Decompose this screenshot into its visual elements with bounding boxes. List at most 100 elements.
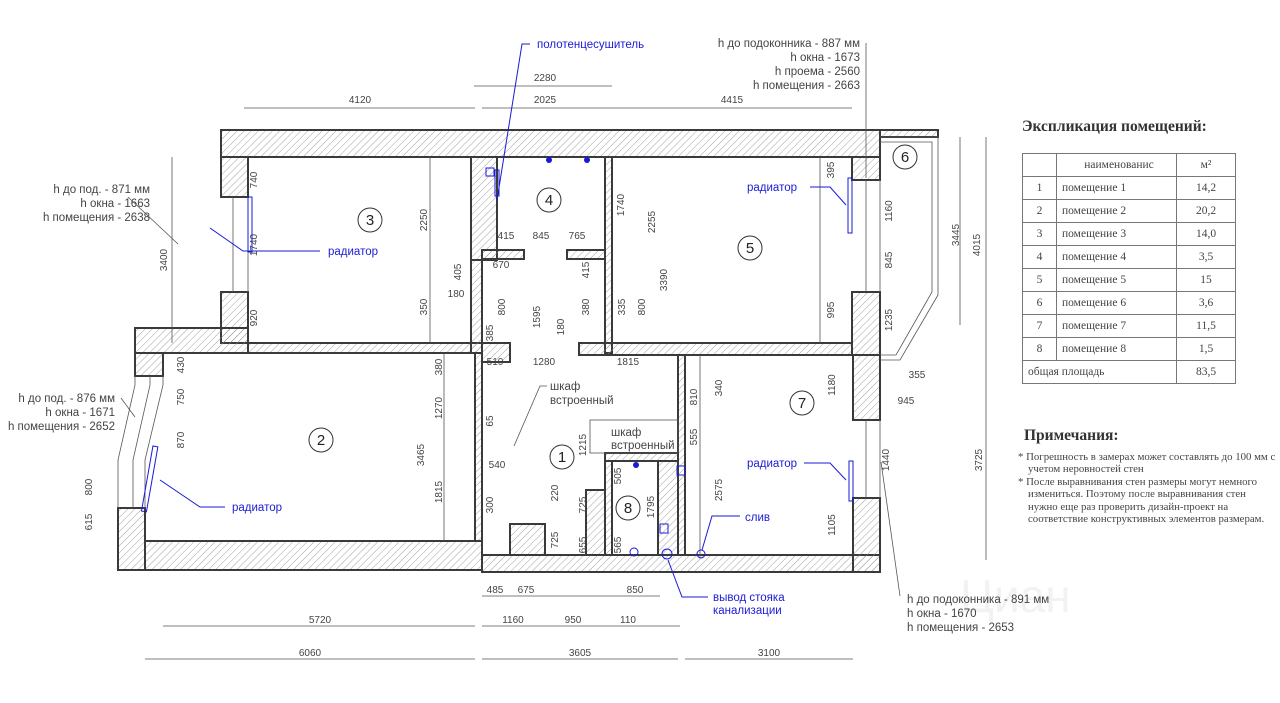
table-cell: 2	[1022, 199, 1057, 223]
room-number-6: 6	[892, 144, 918, 170]
room-circle	[615, 495, 641, 521]
dimension-label: 540	[489, 460, 506, 471]
dimension-label: 2250	[419, 208, 430, 231]
radiator-icon	[847, 177, 853, 234]
table-cell: 8	[1022, 337, 1057, 361]
table-cell: 1,5	[1176, 337, 1236, 361]
height-note: h помещения - 2638	[43, 212, 150, 224]
dimension-label: 350	[419, 298, 430, 315]
dimension-label: 1795	[646, 495, 657, 518]
table-cell: 20,2	[1176, 199, 1236, 223]
table-cell: помещение 8	[1056, 337, 1177, 361]
dimension-label: 3100	[758, 648, 781, 659]
height-note: h окна - 1671	[45, 407, 115, 419]
table-header-row: наименованис м²	[1022, 153, 1236, 177]
dimension-label: 725	[550, 531, 561, 548]
toilet-icon	[629, 547, 639, 557]
dimension-label: 800	[637, 298, 648, 315]
dimension-label: 385	[485, 324, 496, 341]
table-cell: 14,2	[1176, 176, 1236, 200]
dimension-label: 180	[556, 318, 567, 335]
height-note: h до под. - 871 мм	[53, 184, 150, 196]
dimension-label: 355	[909, 370, 926, 381]
dimension-label: 300	[485, 496, 496, 513]
wardrobe-label: шкаф	[550, 381, 580, 393]
annotations: полотенцесушитель радиатор радиатор ради…	[140, 39, 854, 617]
table-cell: помещение 6	[1056, 291, 1177, 315]
room-circle	[536, 187, 562, 213]
room-number: 6	[901, 149, 909, 166]
dimension-label: 510	[487, 357, 504, 368]
watermark-logo: Циан	[960, 570, 1071, 622]
dimension-label: 845	[884, 251, 895, 268]
drain-label: слив	[745, 512, 770, 524]
table-cell: 3	[1022, 222, 1057, 246]
radiator-label-room7: радиатор	[747, 458, 797, 470]
dimension-label: 2280	[534, 73, 557, 84]
dimension-label: 3390	[659, 268, 670, 291]
windows	[117, 136, 939, 508]
dimension-label: 870	[176, 431, 187, 448]
radiator-icon	[140, 445, 159, 513]
dimension-label: 725	[578, 496, 589, 513]
header-cell	[1022, 153, 1057, 177]
table-cell: помещение 1	[1056, 176, 1177, 200]
notes-title: Примечания:	[1024, 427, 1119, 444]
dimension-label: 920	[249, 309, 260, 326]
dimension-label: 950	[565, 615, 582, 626]
dimension-label: 1270	[434, 396, 445, 419]
table-cell: помещение 5	[1056, 268, 1177, 292]
height-note: h помещения - 2653	[907, 622, 1014, 634]
wardrobe-label: шкаф	[611, 427, 641, 439]
table-cell: 7	[1022, 314, 1057, 338]
table-cell: 6	[1022, 291, 1057, 315]
table-cell: 1	[1022, 176, 1057, 200]
room-circle	[789, 390, 815, 416]
dimension-label: 110	[620, 615, 636, 626]
towel-dryer-label: полотенцесушитель	[537, 39, 644, 51]
dimension-label: 6060	[299, 648, 322, 659]
height-notes-room7: h до подоконника - 891 мм h окна - 1670 …	[880, 461, 1049, 634]
room-number: 2	[317, 432, 325, 449]
radiator-label-room3: радиатор	[328, 246, 378, 258]
dimension-label: 995	[826, 301, 837, 318]
drain-icon	[696, 549, 706, 559]
radiator-icon	[848, 460, 854, 502]
dimension-label: 1595	[532, 305, 543, 328]
dimension-label: 1180	[827, 374, 838, 396]
room-number-7: 7	[789, 390, 815, 416]
table-cell: помещение 2	[1056, 199, 1177, 223]
table-cell: 5	[1022, 268, 1057, 292]
height-note: h помещения - 2652	[8, 421, 115, 433]
ventilation-icon	[485, 167, 495, 177]
dimension-label: 180	[448, 289, 465, 300]
dimension-label: 415	[581, 261, 592, 278]
dimension-label: 945	[898, 396, 915, 407]
table-cell: 4	[1022, 245, 1057, 269]
dimension-label: 485	[487, 585, 504, 596]
dimension-label: 4415	[721, 95, 744, 106]
dimension-label: 1440	[881, 448, 892, 471]
dimension-label: 4120	[349, 95, 372, 106]
ventilation-icon	[676, 465, 686, 476]
height-note: h помещения - 2663	[753, 80, 860, 92]
room-number: 1	[558, 449, 566, 466]
dimension-label: 1215	[578, 433, 589, 456]
dimension-label: 430	[176, 356, 187, 373]
dimension-label: 65	[485, 415, 496, 427]
total-label: общая площадь	[1022, 360, 1177, 384]
room-number: 5	[746, 240, 754, 257]
dimension-lines	[145, 85, 987, 660]
dimension-label: 4015	[972, 233, 983, 256]
header-cell: наименованис	[1056, 153, 1177, 177]
dimension-label: 340	[714, 379, 725, 396]
dimension-label: 2025	[534, 95, 557, 106]
room-number-5: 5	[737, 235, 763, 261]
height-notes: h до подоконника - 887 мм h окна - 1673 …	[8, 38, 867, 433]
dimension-label: 3445	[951, 223, 962, 246]
